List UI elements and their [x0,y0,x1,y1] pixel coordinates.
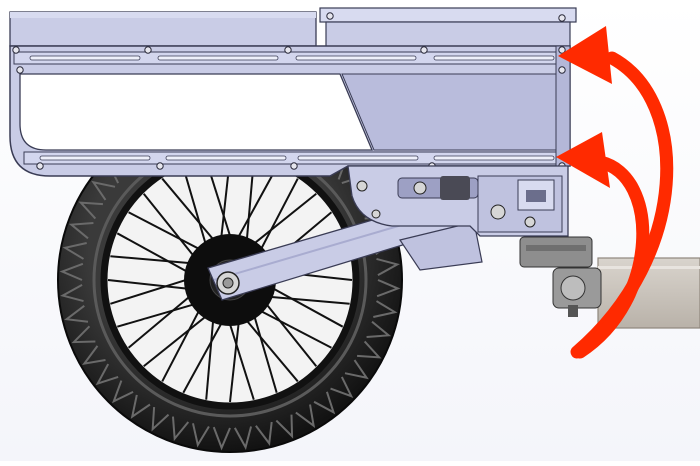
tread-block [344,359,369,380]
cargo-bed-top [9,7,577,49]
bolt-head [558,46,566,54]
tread-block [95,363,119,386]
tread-block [60,283,84,303]
tread-block [233,426,253,450]
tread-block [212,426,231,451]
tread-block [151,406,170,432]
suspension-bracket [347,165,569,237]
tread-block [330,376,354,399]
top-box-right [319,7,577,23]
bolt-head [558,66,566,74]
arrow-lower-shaft [573,155,650,359]
tread-block [59,262,84,281]
bolt-head [156,162,164,170]
tread-block [373,300,398,318]
tread-block [356,340,382,359]
bolt-head [420,46,428,54]
tread-block [366,320,392,339]
tread-block [82,345,106,366]
tread-block [295,404,316,428]
tread-block [275,414,294,439]
tread-block [64,305,89,323]
frame-bolts [12,12,566,170]
tread-block [62,242,87,260]
bolt-head [144,46,152,54]
tread-block [78,201,104,220]
tread-block [376,279,401,298]
bolt-head [16,66,24,74]
bolt-head [284,46,292,54]
annotation-arrows [556,26,674,359]
tread-block [313,391,336,415]
bolt-head [558,14,566,22]
tread-block [68,221,94,240]
tread-block [111,380,134,404]
tread-block [171,416,190,442]
hitch-mount-block [519,236,593,268]
bolt-head [290,162,298,170]
arrow-upper-head [558,26,612,84]
tread-block [192,423,210,448]
bolt-head [326,12,334,20]
arrow-lower-head [556,132,610,188]
side-frame [9,12,571,177]
tread-block [91,180,116,201]
bolt-head [36,162,44,170]
lower-rail [23,151,565,165]
tread-block [376,257,400,277]
tread-block [71,325,96,344]
tread-block [130,394,151,419]
tow-hitch [519,236,700,329]
tread-block [255,421,273,446]
upper-rail [13,51,567,65]
bolt-head [12,46,20,54]
